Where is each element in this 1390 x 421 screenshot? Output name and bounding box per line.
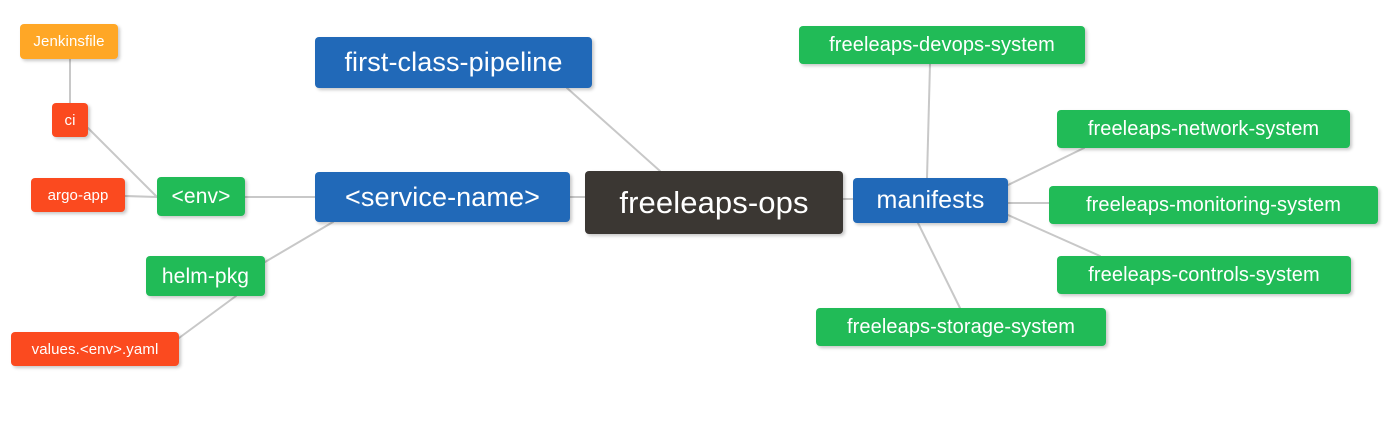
node-first-class-pipeline[interactable]: first-class-pipeline [315, 37, 592, 88]
edge-values-env-yaml-to-helm-pkg [178, 295, 237, 339]
node-devops-system[interactable]: freeleaps-devops-system [799, 26, 1085, 64]
node-argo-app[interactable]: argo-app [31, 178, 125, 212]
edge-helm-pkg-to-service-name [264, 221, 334, 263]
node-service-name[interactable]: <service-name> [315, 172, 570, 222]
node-controls-system[interactable]: freeleaps-controls-system [1057, 256, 1351, 294]
node-manifests[interactable]: manifests [853, 178, 1008, 223]
node-monitoring-system[interactable]: freeleaps-monitoring-system [1049, 186, 1378, 224]
node-freeleaps-ops[interactable]: freeleaps-ops [585, 171, 843, 234]
edge-argo-app-to-env [124, 195, 158, 198]
node-storage-system[interactable]: freeleaps-storage-system [816, 308, 1106, 346]
node-values-env-yaml[interactable]: values.<env>.yaml [11, 332, 179, 366]
edge-first-class-pipeline-to-freeleaps-ops [566, 87, 661, 172]
node-helm-pkg[interactable]: helm-pkg [146, 256, 265, 296]
node-env[interactable]: <env> [157, 177, 245, 216]
node-ci[interactable]: ci [52, 103, 88, 137]
node-network-system[interactable]: freeleaps-network-system [1057, 110, 1350, 148]
edge-manifests-to-network-system [1007, 147, 1085, 186]
node-jenkinsfile[interactable]: Jenkinsfile [20, 24, 118, 59]
edge-manifests-to-devops-system [926, 63, 931, 179]
edge-manifests-to-storage-system [917, 222, 961, 309]
